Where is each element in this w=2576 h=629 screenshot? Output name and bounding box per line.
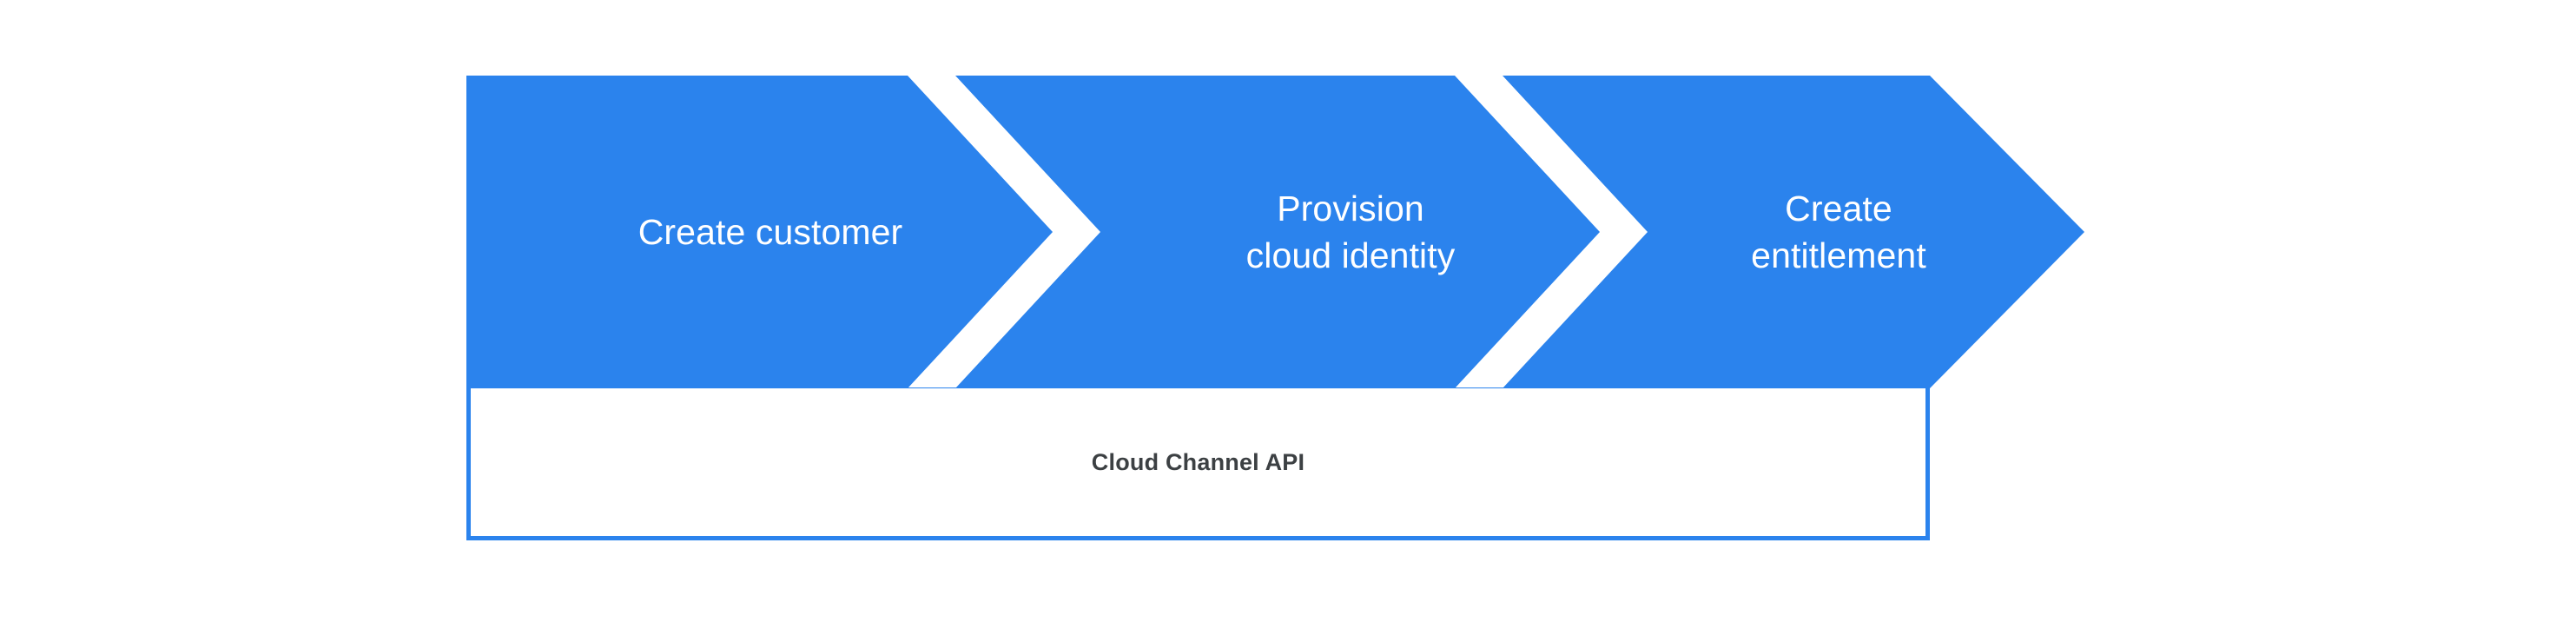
flow-banner — [466, 76, 2084, 388]
step-label-create-customer: Create customer — [637, 212, 903, 252]
step-label-create-entitlement: Create entitlement — [1751, 189, 1926, 276]
chevron-separator-2-icon — [1455, 76, 1648, 388]
flow-banner-shape — [466, 76, 2084, 388]
cloud-channel-api-label: Cloud Channel API — [1091, 448, 1305, 475]
cloud-channel-api-box: Cloud Channel API — [466, 387, 1930, 540]
banner-body-shape — [466, 76, 2084, 388]
step-label-provision-cloud-identity: Provision cloud identity — [1245, 189, 1456, 276]
chevron-separator-1-icon — [908, 76, 1100, 388]
